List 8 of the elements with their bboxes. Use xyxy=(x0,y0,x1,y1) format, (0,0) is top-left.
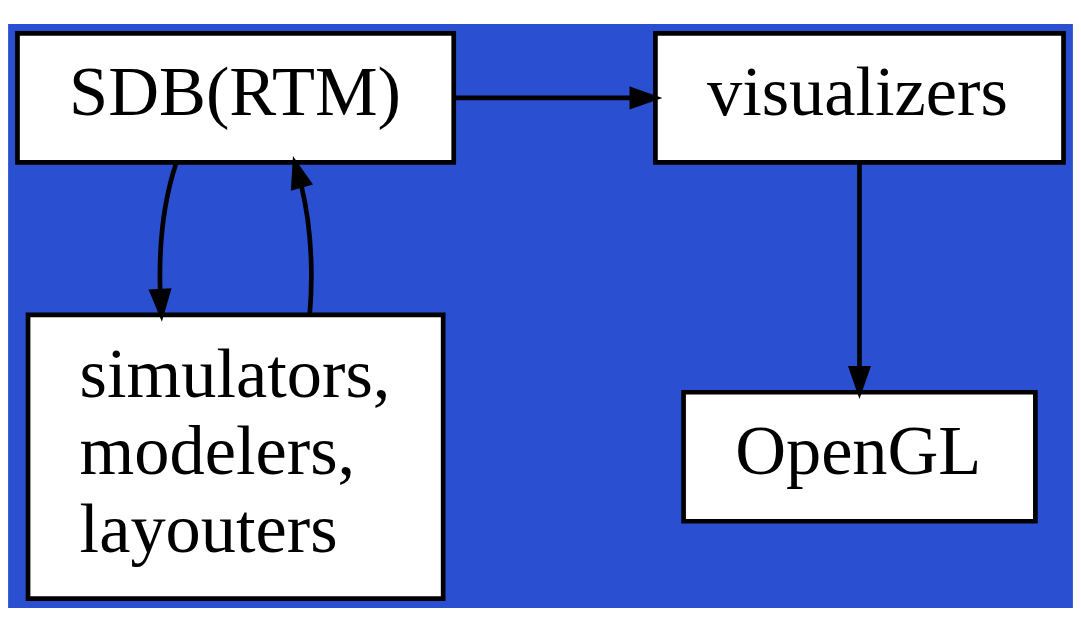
node-box: simulators, modelers, layouters xyxy=(25,312,446,601)
arrow xyxy=(847,162,871,399)
node-box: SDB(RTM) xyxy=(15,31,457,165)
arrow xyxy=(290,155,314,315)
arrow xyxy=(454,86,663,110)
node-box: visualizers xyxy=(653,31,1066,165)
arrow xyxy=(148,162,179,322)
node-box: OpenGL xyxy=(681,389,1038,524)
